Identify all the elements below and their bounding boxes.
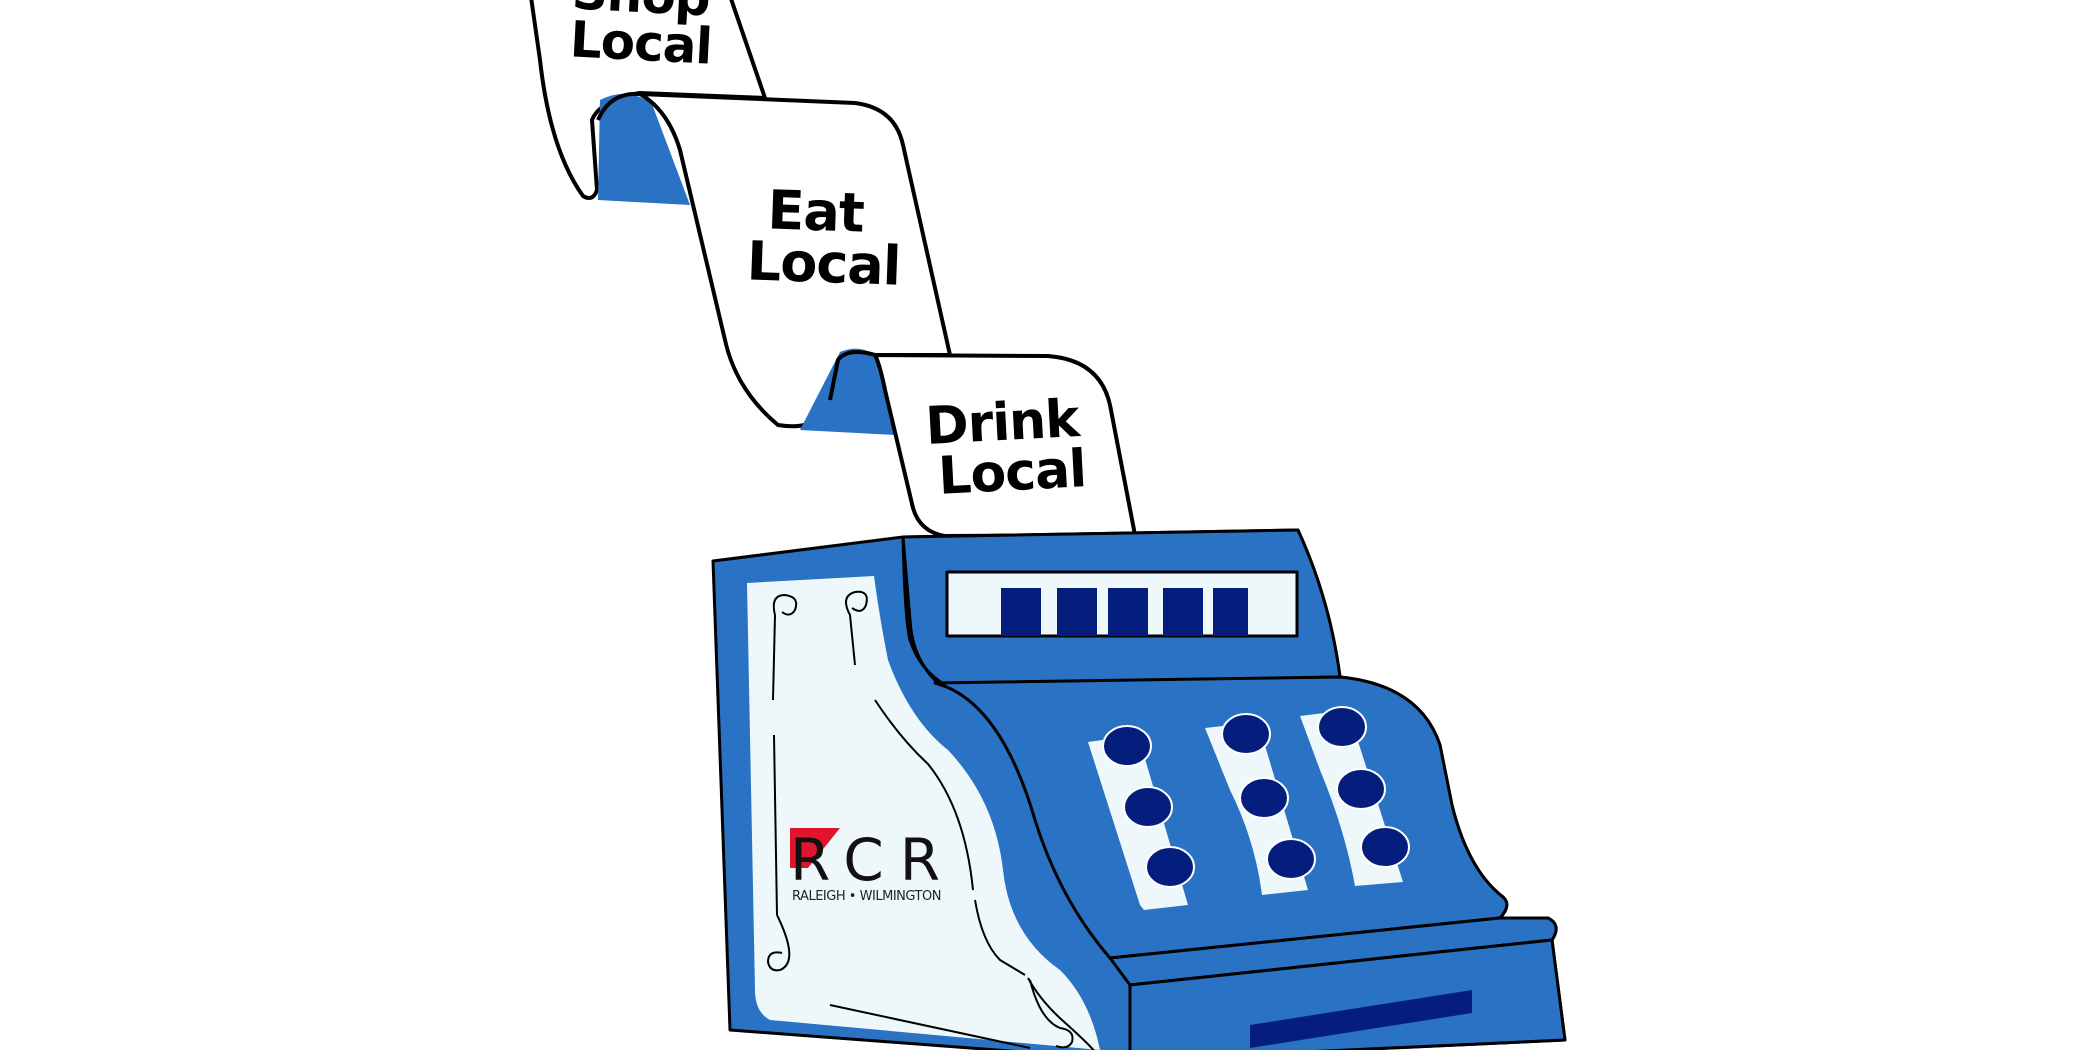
scroll-curl-bottom-left [767, 914, 791, 972]
register-keyboard-hood [933, 675, 1509, 960]
receipt-panel-drink [873, 353, 1137, 538]
receipt-curl-1-edge [596, 91, 641, 121]
cash-register [711, 528, 1567, 1050]
display-block-1 [1001, 588, 1041, 636]
ornament-lines [767, 590, 1095, 1050]
key-3-2 [1336, 768, 1386, 810]
receipt-curl-2 [800, 348, 895, 435]
display-block-3 [1108, 588, 1148, 636]
display-block-4 [1163, 588, 1203, 636]
drawer-slot [1250, 990, 1472, 1048]
key-3-1 [1317, 706, 1367, 748]
logo-letters: RCR [790, 826, 940, 894]
cash-drawer [1128, 938, 1567, 1050]
rcr-logo: RCR RALEIGH • WILMINGTON [790, 826, 942, 904]
key-2-1 [1221, 713, 1271, 755]
key-1-2 [1123, 786, 1173, 828]
receipt-curl-2-edge [828, 349, 876, 401]
scroll-curl-top-left [772, 594, 798, 616]
key-2-2 [1239, 777, 1289, 819]
display-block-5 [1213, 588, 1248, 636]
key-1-1 [1102, 725, 1152, 767]
register-keys [1102, 706, 1410, 888]
key-3-3 [1360, 826, 1410, 868]
receipt-paper: Shop Local Eat Local Drink Local [529, 0, 1137, 538]
logo-subtitle: RALEIGH • WILMINGTON [792, 889, 942, 904]
slogan-drink-line1: Drink [924, 389, 1083, 457]
key-2-3 [1266, 838, 1316, 880]
logo-red-flag [790, 828, 840, 868]
slogan-shop-line2: Local [569, 10, 714, 75]
slogan-eat-line1: Eat [767, 178, 865, 244]
scroll-curl-bottom-right [1029, 979, 1074, 1049]
register-side-panel [747, 576, 1100, 1050]
display-digit-blocks [1001, 588, 1248, 636]
display-block-2 [1057, 588, 1097, 636]
slogan-drink-line2: Local [937, 439, 1088, 507]
scroll-curl-top-right [845, 590, 868, 666]
receipt-curl-1 [598, 93, 690, 205]
register-cabinet-seam [901, 536, 946, 687]
slogan-eat-line2: Local [746, 229, 902, 297]
key-1-3 [1145, 846, 1195, 888]
